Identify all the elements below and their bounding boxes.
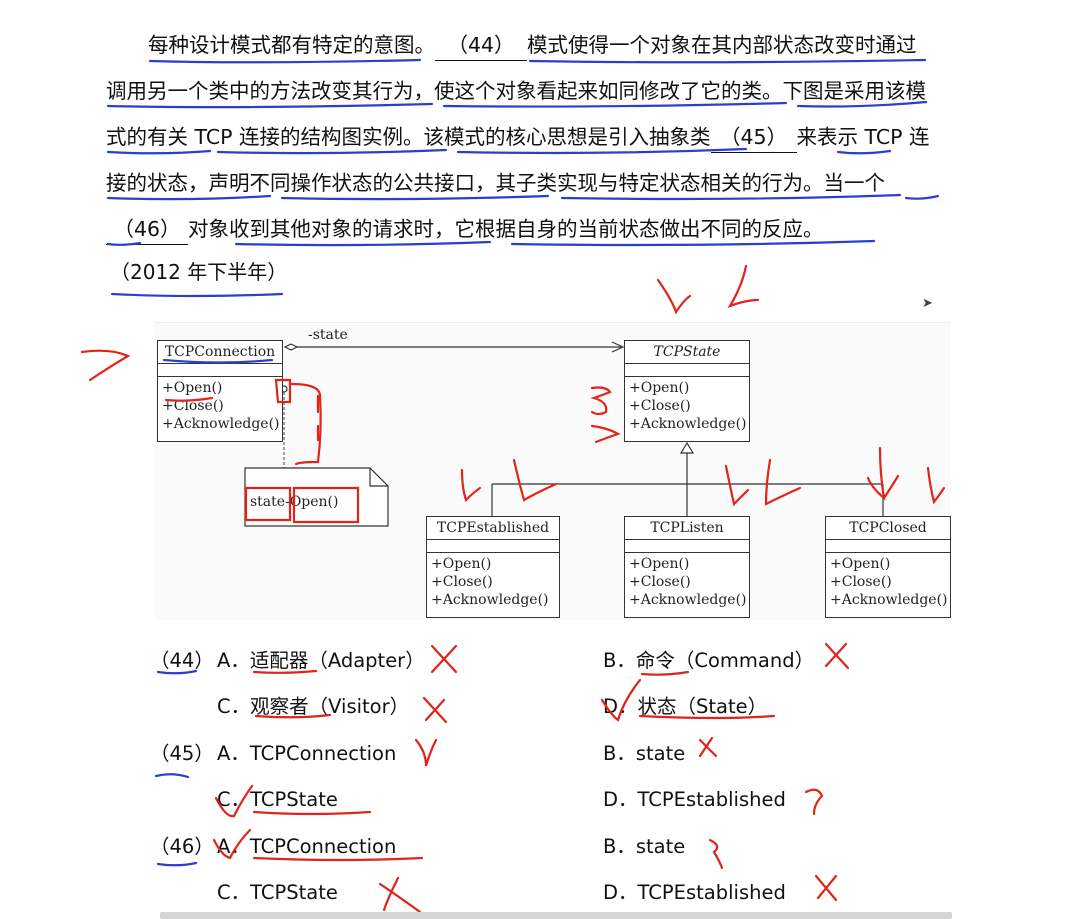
operation: +Close() xyxy=(431,574,493,590)
operation: +Open() xyxy=(162,380,223,396)
para-seg-3: 来表示 TCP 连接的状态，声明不同操作状态的公共接口，其子类实现与特定状态相关… xyxy=(106,125,930,195)
para-seg-2: 模式使得一个对象在其内部状态改变时通过调用另一个类中的方法改变其行为，使这个对象… xyxy=(106,33,926,149)
wrong-mark-icon xyxy=(804,788,824,816)
q45-option-a[interactable]: A．TCPConnection xyxy=(217,742,397,765)
operation: +Acknowledge() xyxy=(162,416,280,432)
class-tcpstate: TCPState +Open() +Close() +Acknowledge() xyxy=(624,340,750,442)
note-state: state- xyxy=(250,494,290,510)
blank-45: （45） xyxy=(710,122,797,153)
operation: +Acknowledge() xyxy=(431,592,549,608)
state-association-label: -state xyxy=(308,327,348,343)
class-attributes xyxy=(826,540,950,553)
wrong-mark-icon xyxy=(708,838,724,870)
operation: +Open() xyxy=(629,556,690,572)
operation: +Close() xyxy=(629,398,691,414)
check-arrow-icon xyxy=(656,278,692,315)
class-operations: +Open() +Close() +Acknowledge() xyxy=(826,553,950,611)
red-underline xyxy=(252,810,372,816)
wrong-mark-icon xyxy=(814,874,838,902)
note-fold xyxy=(369,468,388,487)
uml-class-diagram: -state TCPConnection +Open() +Close() +A… xyxy=(155,322,951,620)
operation: +Open() xyxy=(431,556,492,572)
question-44-number: （44） xyxy=(150,649,214,672)
operation: +Open() xyxy=(830,556,891,572)
q45-option-b[interactable]: B．state xyxy=(603,742,686,765)
class-tcpestablished: TCPEstablished +Open() +Close() +Acknowl… xyxy=(426,516,560,618)
class-name: TCPState xyxy=(625,341,749,364)
blue-underline xyxy=(110,292,284,298)
association-arrowhead xyxy=(611,341,625,353)
question-paragraph: 每种设计模式都有特定的意图。（44）模式使得一个对象在其内部状态改变时通过调用另… xyxy=(106,22,936,252)
question-46-number: （46） xyxy=(150,835,214,858)
class-operations: +Open() +Close() +Acknowledge() xyxy=(625,377,749,435)
class-operations: +Open() +Close() +Acknowledge() xyxy=(427,553,559,611)
operation: +Acknowledge() xyxy=(629,592,747,608)
class-operations: +Open() +Close() +Acknowledge() xyxy=(625,553,749,611)
blue-underline xyxy=(154,773,190,779)
operation: +Acknowledge() xyxy=(830,592,948,608)
cursor-pointer-icon: ➤ xyxy=(922,296,933,311)
class-attributes xyxy=(625,364,749,377)
blue-underline xyxy=(156,861,198,867)
q46-option-a[interactable]: A．TCPConnection xyxy=(217,835,397,858)
blank-46: （46） xyxy=(106,214,188,245)
q45-option-d[interactable]: D．TCPEstablished xyxy=(603,788,786,811)
q45-option-c[interactable]: C．TCPState xyxy=(217,788,338,811)
wrong-mark-icon xyxy=(698,736,718,758)
exam-year: （2012 年下半年） xyxy=(110,260,288,284)
question-45-number: （45） xyxy=(150,742,214,765)
q46-option-c[interactable]: C．TCPState xyxy=(217,881,338,904)
para-seg-1: 每种设计模式都有特定的意图。 xyxy=(148,33,435,57)
q46-option-d[interactable]: D．TCPEstablished xyxy=(603,881,786,904)
wrong-mark-icon xyxy=(378,876,422,914)
operation: +Close() xyxy=(629,574,691,590)
class-tcpconnection: TCPConnection +Open() +Close() +Acknowle… xyxy=(157,340,283,442)
operation: +Open() xyxy=(629,380,690,396)
q46-option-b[interactable]: B．state xyxy=(603,835,686,858)
aggregation-diamond xyxy=(283,343,299,351)
arrow-icon xyxy=(80,349,131,382)
para-seg-4: 对象收到其他对象的请求时，它根据自身的当前状态做出不同的反应。 xyxy=(188,217,824,241)
q44-option-d[interactable]: D．状态（State） xyxy=(603,695,768,718)
q44-option-a[interactable]: A．适配器（Adapter） xyxy=(217,649,425,672)
operation: +Acknowledge() xyxy=(629,416,747,432)
wrong-mark-icon xyxy=(422,696,448,724)
class-attributes xyxy=(625,540,749,553)
note-text: state-Open() xyxy=(250,494,338,510)
horizontal-scrollbar[interactable] xyxy=(160,912,952,919)
wrong-mark-icon xyxy=(824,642,850,670)
wrong-mark-icon xyxy=(430,644,458,674)
class-tcplisten: TCPListen +Open() +Close() +Acknowledge(… xyxy=(624,516,750,618)
check-arrow-icon xyxy=(727,264,760,309)
class-attributes xyxy=(427,540,559,553)
class-name: TCPClosed xyxy=(826,517,950,540)
operation: +Close() xyxy=(162,398,224,414)
inheritance-triangle xyxy=(679,441,695,454)
class-attributes xyxy=(158,364,282,377)
q44-option-c[interactable]: C．观察者（Visitor） xyxy=(217,695,410,718)
class-name: TCPEstablished xyxy=(427,517,559,540)
operation: +Close() xyxy=(830,574,892,590)
note-open: Open() xyxy=(289,494,339,510)
class-tcpclosed: TCPClosed +Open() +Close() +Acknowledge(… xyxy=(825,516,951,618)
class-operations: +Open() +Close() +Acknowledge() xyxy=(158,377,282,435)
q44-option-b[interactable]: B．命令（Command） xyxy=(603,649,815,672)
blank-44: （44） xyxy=(435,30,527,61)
class-name: TCPConnection xyxy=(158,341,282,364)
wrong-mark-icon xyxy=(414,738,438,767)
class-name: TCPListen xyxy=(625,517,749,540)
